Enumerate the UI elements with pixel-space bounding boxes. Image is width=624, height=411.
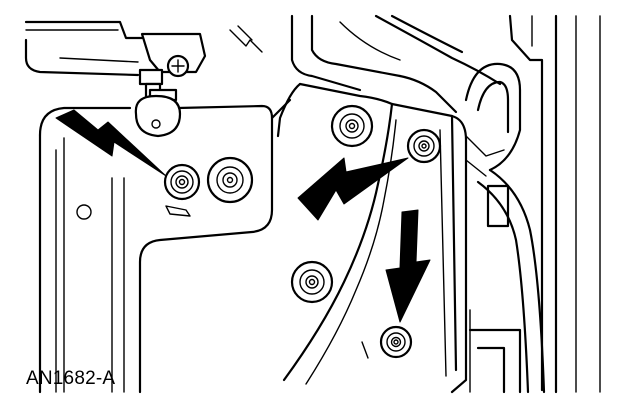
latch-bracket <box>134 25 263 138</box>
right-door-edge <box>374 14 601 394</box>
bolt-icon <box>290 260 334 304</box>
screw-icon <box>166 54 190 78</box>
left-inner-panel <box>24 20 292 394</box>
clip-tab <box>361 341 369 359</box>
bolt-icon <box>379 325 413 359</box>
bolt-icon <box>163 163 201 201</box>
bolt-icon <box>406 128 442 164</box>
figure-id-label: AN1682-A <box>26 368 116 389</box>
clip-tab <box>165 205 191 217</box>
bolt-icon <box>330 104 374 148</box>
bolt-icon <box>206 156 254 204</box>
arrow-icon <box>55 109 167 177</box>
arrow-icon <box>297 157 409 221</box>
arrow-icon <box>385 209 431 323</box>
